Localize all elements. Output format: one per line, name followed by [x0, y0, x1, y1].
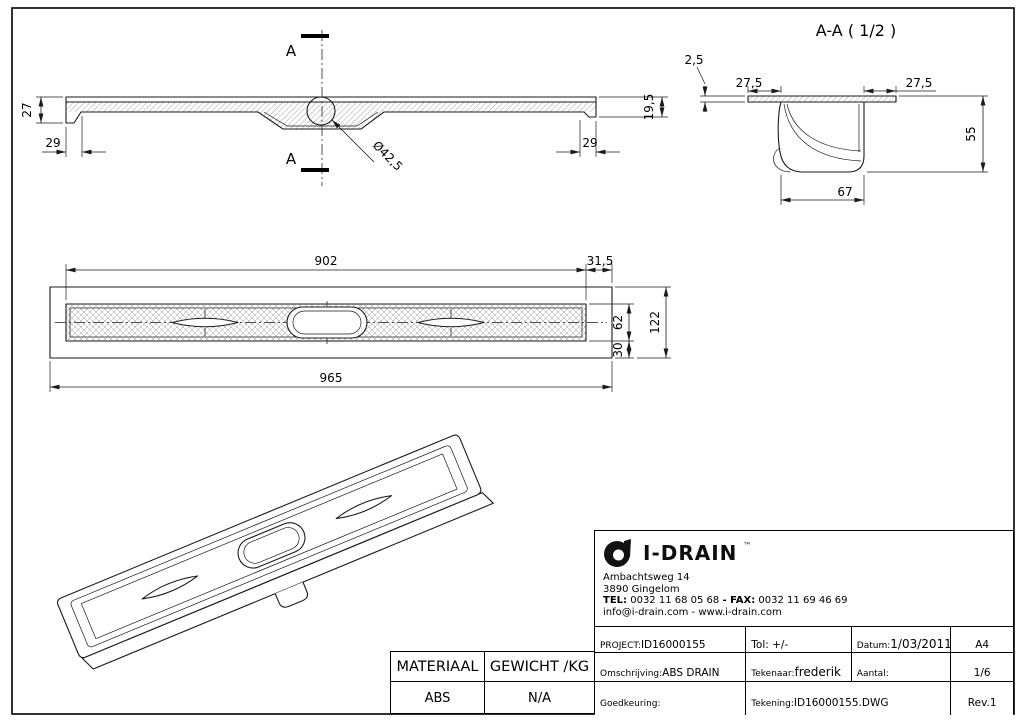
- sheet-border: [11, 7, 1015, 715]
- dim-total-length: 965: [320, 371, 343, 385]
- cut-label-bottom: A: [286, 150, 297, 168]
- section-view-dimensions: 2,5 27,5 27,5 55 67: [684, 53, 988, 205]
- dim-grate-width: 62: [611, 315, 625, 330]
- cut-label-top: A: [286, 42, 297, 60]
- project-cell: PROJECT:ID16000155: [595, 627, 747, 652]
- brand-name: I-DRAIN: [643, 541, 738, 565]
- email-web-line: info@i-drain.com - www.i-drain.com: [603, 606, 782, 618]
- title-block-row-project: PROJECT:ID16000155 Tol: +/- Datum:1/03/2…: [595, 626, 1013, 652]
- tekenaar-label: Tekenaar:: [751, 669, 795, 679]
- fax-label: - FAX:: [722, 595, 756, 606]
- center-outlet-cover: [286, 306, 368, 339]
- title-block-row-description: Omschrijving:ABS DRAIN Tekenaar:frederik…: [595, 652, 1013, 681]
- description-cell: Omschrijving:ABS DRAIN: [595, 653, 747, 681]
- title-block-row-approval: Goedkeuring: Tekening:ID16000155.DWG Rev…: [595, 681, 1013, 715]
- paper-size: A4: [975, 639, 990, 651]
- paper-size-cell: A4: [951, 627, 1013, 652]
- sheet-cell: 1/6: [951, 653, 1013, 681]
- dim-flange-thickness: 2,5: [684, 53, 703, 67]
- dim-total-height: 55: [964, 126, 978, 141]
- material-block: MATERIAAL GEWICHT /KG ABS N/A: [390, 651, 594, 714]
- revision-cell: Rev.1: [951, 682, 1013, 715]
- company-address: Ambachtsweg 14 3890 Gingelom TEL: 0032 1…: [603, 572, 1013, 618]
- materiaal-value: ABS: [424, 690, 451, 706]
- quantity-cell: Aantal:: [852, 653, 952, 681]
- dim-height-left: 27: [20, 102, 34, 117]
- date-cell: Datum:1/03/2011: [852, 627, 952, 652]
- materiaal-header-cell: MATERIAAL: [391, 652, 485, 681]
- dim-total-width: 122: [648, 311, 662, 334]
- omschrijving-label: Omschrijving:: [600, 669, 663, 679]
- dim-flange-overhang-right: 27,5: [906, 76, 933, 90]
- gewicht-header-cell: GEWICHT /KG: [485, 652, 594, 681]
- tel-label: TEL:: [603, 595, 628, 606]
- tekening-value: ID16000155.DWG: [793, 697, 889, 709]
- tekening-label: Tekening:: [751, 699, 794, 709]
- datum-value: 1/03/2011: [890, 637, 952, 651]
- dim-offset-right: 29: [582, 136, 597, 150]
- omschrijving-value: ABS DRAIN: [662, 667, 720, 679]
- draughtsman-cell: Tekenaar:frederik: [746, 653, 852, 681]
- tel-value: 0032 11 68 05 68: [630, 595, 720, 606]
- project-value: ID16000155: [640, 639, 706, 651]
- goedkeuring-label: Goedkeuring:: [600, 699, 661, 709]
- fax-value: 0032 11 69 46 69: [758, 595, 848, 606]
- i-drain-logo-icon: [604, 539, 631, 567]
- materiaal-header: MATERIAAL: [396, 658, 479, 675]
- approval-cell: Goedkeuring:: [595, 682, 747, 715]
- address-line-2: 3890 Gingelom: [603, 583, 680, 595]
- drawing-file-cell: Tekening:ID16000155.DWG: [746, 682, 952, 715]
- dim-outlet-diameter: Ø42,5: [370, 138, 405, 173]
- tolerance-cell: Tol: +/-: [746, 627, 852, 652]
- trademark-symbol: ™: [743, 541, 752, 550]
- revision-value: Rev.1: [967, 697, 997, 709]
- title-block: I-DRAIN ™ Ambachtsweg 14 3890 Gingelom T…: [594, 530, 1014, 715]
- dim-flange-overhang-left: 27,5: [736, 76, 763, 90]
- title-block-company: I-DRAIN ™ Ambachtsweg 14 3890 Gingelom T…: [595, 531, 1013, 626]
- aantal-label: Aantal:: [856, 669, 889, 679]
- phone-line: TEL: 0032 11 68 05 68 - FAX: 0032 11 69 …: [603, 595, 1013, 607]
- logo-row: I-DRAIN ™: [603, 537, 1013, 569]
- datum-label: Datum:: [856, 641, 891, 651]
- tolerance-value: Tol: +/-: [751, 639, 789, 651]
- gewicht-value: N/A: [528, 690, 551, 706]
- dim-end-offset: 31,5: [587, 254, 614, 268]
- top-view: [49, 286, 613, 359]
- dim-edge-width: 30: [611, 342, 625, 357]
- dim-body-width: 67: [837, 185, 852, 199]
- material-value-row: ABS N/A: [391, 681, 594, 714]
- gewicht-header: GEWICHT /KG: [489, 658, 590, 675]
- isometric-view: [56, 434, 494, 670]
- gewicht-value-cell: N/A: [485, 682, 594, 714]
- material-header-row: MATERIAAL GEWICHT /KG: [391, 652, 594, 681]
- project-label: PROJECT:: [600, 641, 641, 651]
- address-line-1: Ambachtsweg 14: [603, 572, 690, 583]
- section-title: A-A ( 1/2 ): [816, 21, 896, 40]
- outlet-circle: [306, 96, 336, 126]
- top-view-dimensions: 902 31,5 965 62 30 122: [49, 254, 671, 392]
- tekenaar-value: frederik: [794, 665, 842, 679]
- drain-boss: [274, 581, 309, 608]
- sheet-number: 1/6: [973, 667, 991, 679]
- dim-offset-left: 29: [45, 136, 60, 150]
- dim-height-right: 19,5: [642, 94, 656, 121]
- side-view: [65, 96, 597, 130]
- dim-grate-length: 902: [315, 254, 338, 268]
- section-cut-line: A A: [286, 30, 329, 186]
- materiaal-value-cell: ABS: [391, 682, 485, 714]
- section-view: A-A ( 1/2 ): [747, 21, 897, 173]
